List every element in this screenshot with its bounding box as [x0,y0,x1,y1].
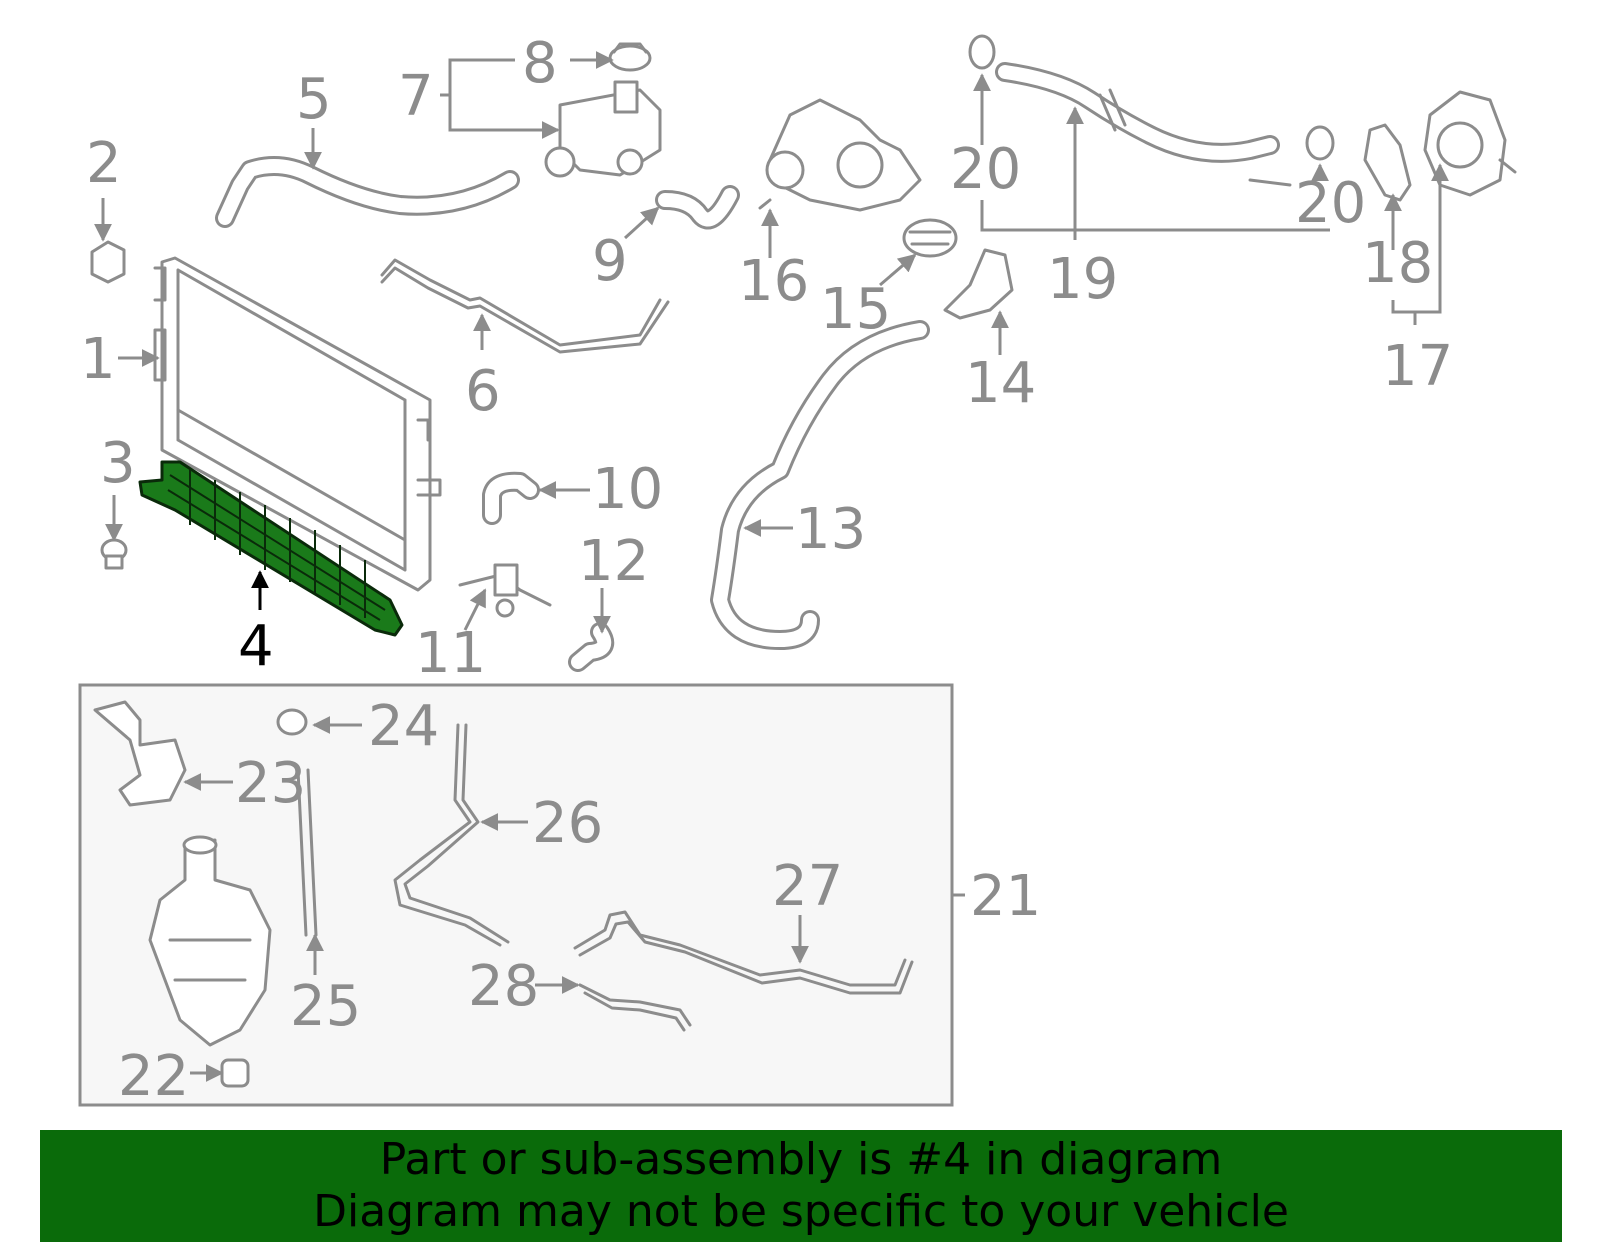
bracket-part-23 [93,700,187,807]
callout-6: 6 [465,359,501,424]
upper-hose-part-5 [215,156,520,228]
pipe-part-6 [380,258,670,354]
callout-5: 5 [296,67,332,132]
tube-part-28 [578,983,692,1032]
callout-13: 13 [795,497,866,562]
o-ring-part-20b [1305,125,1335,161]
clip-part-2 [90,240,126,284]
cap-part-22 [220,1058,250,1088]
callout-9: 9 [592,229,628,294]
small-hose-part-9 [655,185,740,230]
outlet-part-14 [943,248,1014,320]
thermostat-part-15 [902,218,958,258]
clamp-part-24 [276,708,308,736]
callout-26: 26 [532,791,603,856]
banner-line-1: Part or sub-assembly is #4 in diagram [379,1134,1223,1185]
banner-line-2: Diagram may not be specific to your vehi… [313,1186,1289,1237]
callout-12: 12 [578,529,649,594]
radiator-part [153,256,442,592]
callout-20a: 20 [950,137,1021,202]
callout-28: 28 [468,954,539,1019]
long-hose-part-13 [710,320,930,650]
callout-15: 15 [820,277,891,342]
o-ring-part-20a [968,34,996,70]
callout-27: 27 [772,854,843,919]
pipe-assembly-part-19 [995,62,1292,187]
elbow-hose-part-10 [482,471,540,525]
callout-10: 10 [592,457,663,522]
fitting-part-11 [458,563,552,618]
valve-assembly-part-7 [544,80,662,178]
rod-part-25 [296,768,318,937]
gasket-part-18 [1363,123,1412,202]
callout-7: 7 [398,64,434,129]
info-banner: Part or sub-assembly is #4 in diagram Di… [40,1130,1562,1242]
callout-14: 14 [965,351,1036,416]
callout-2: 2 [86,131,122,196]
callout-25: 25 [290,974,361,1039]
callout-22: 22 [118,1044,189,1109]
callout-23: 23 [235,751,306,816]
callout-18: 18 [1362,231,1433,296]
leader-lines [94,51,1449,1082]
callout-17: 17 [1382,334,1453,399]
callout-24: 24 [368,694,439,759]
reservoir-part [148,835,272,1047]
callout-8: 8 [522,31,558,96]
housing-part-16 [758,98,922,212]
callout-3: 3 [100,431,136,496]
cap-part-8 [608,42,652,72]
air-guide-part-highlighted [138,460,404,637]
callout-21: 21 [970,864,1041,929]
hose-part-26 [393,723,510,947]
callout-20b: 20 [1295,171,1366,236]
tube-part-27 [573,910,914,995]
callout-labels: 1 2 3 4 5 6 7 8 9 10 11 12 13 14 15 16 1… [80,31,1453,1109]
bolt-part-3 [100,538,128,570]
callout-19: 19 [1047,247,1118,312]
callout-11: 11 [415,621,486,686]
callout-1: 1 [80,327,116,392]
callout-4: 4 [238,614,274,679]
small-elbow-part-12 [568,622,615,672]
callout-16: 16 [738,249,809,314]
